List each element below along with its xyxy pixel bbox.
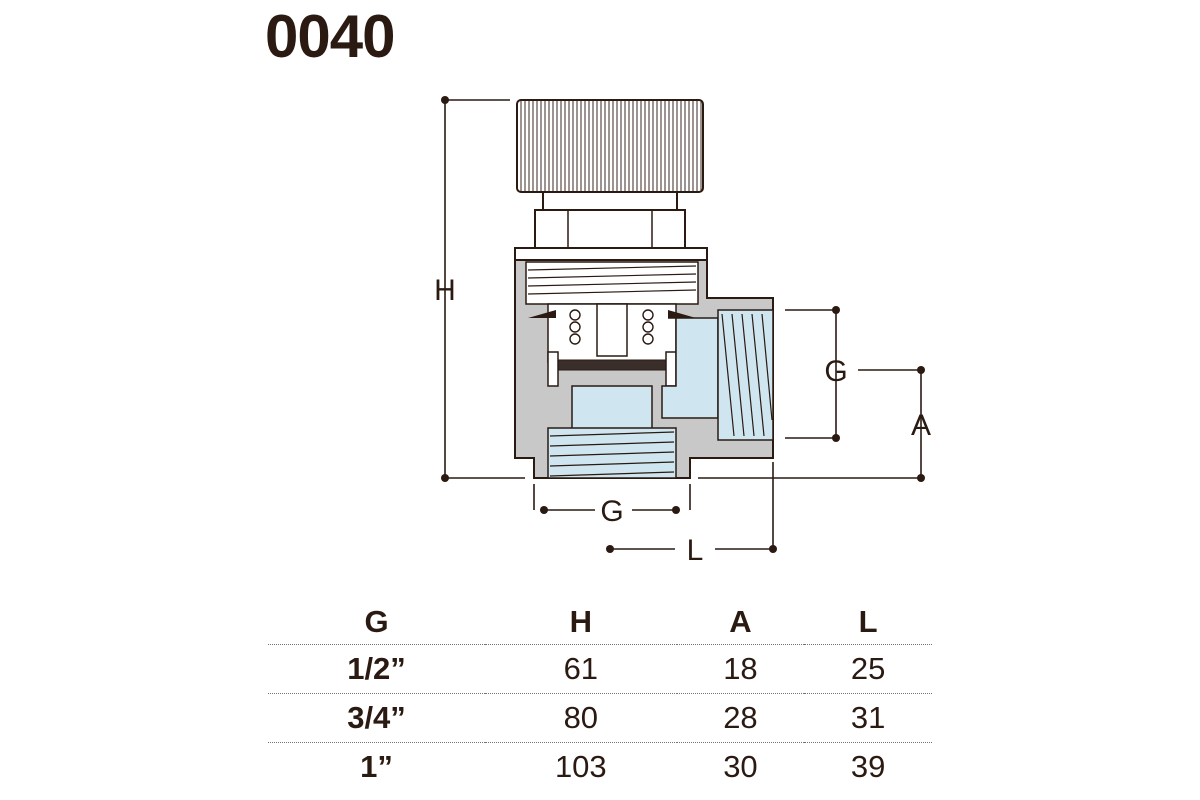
side-threaded-port xyxy=(717,309,774,441)
cell-offset: 28 xyxy=(676,693,805,743)
cell-thread-size: 1/2” xyxy=(268,644,486,694)
cell-offset: 18 xyxy=(676,644,805,694)
dimension-label-h: H xyxy=(434,274,456,307)
table-row: 1/2” 61 18 25 xyxy=(268,644,932,694)
valve-stem xyxy=(542,191,678,211)
column-header: H xyxy=(485,600,677,645)
dimensions-table: G H A L 1/2” 61 18 25 3/4” 80 28 31 1” 1… xyxy=(268,600,932,791)
flow-passage-vertical xyxy=(571,385,653,431)
table-row: 1” 103 30 39 xyxy=(268,743,932,792)
column-header: A xyxy=(676,600,805,645)
dimension-label-a: A xyxy=(911,409,931,442)
cell-height: 80 xyxy=(485,693,677,743)
cell-length: 31 xyxy=(804,693,932,743)
dimension-label-g-bottom: G xyxy=(600,495,623,528)
adjusting-nut xyxy=(534,209,686,249)
column-header: L xyxy=(804,600,932,645)
cell-offset: 30 xyxy=(723,749,758,784)
table-row: 3/4” 80 28 31 xyxy=(268,693,932,743)
knurled-cap xyxy=(516,99,704,193)
cell-height: 61 xyxy=(485,644,677,694)
product-code-title: 0040 xyxy=(265,3,395,70)
dimension-label-g-side: G xyxy=(824,355,847,388)
valve-disc xyxy=(555,359,669,371)
cell-thread-size: 3/4” xyxy=(268,693,486,743)
cell-length: 25 xyxy=(804,644,932,694)
valve-cross-section-drawing: H G A G L xyxy=(434,96,931,567)
column-header: G xyxy=(268,600,486,645)
cell-thread-size: 1” xyxy=(360,749,393,784)
dimension-label-l: L xyxy=(687,534,704,567)
bonnet-plate xyxy=(514,247,708,261)
table-header-row: G H A L xyxy=(268,600,932,645)
cell-length: 39 xyxy=(850,749,886,784)
cell-height: 103 xyxy=(554,749,607,784)
